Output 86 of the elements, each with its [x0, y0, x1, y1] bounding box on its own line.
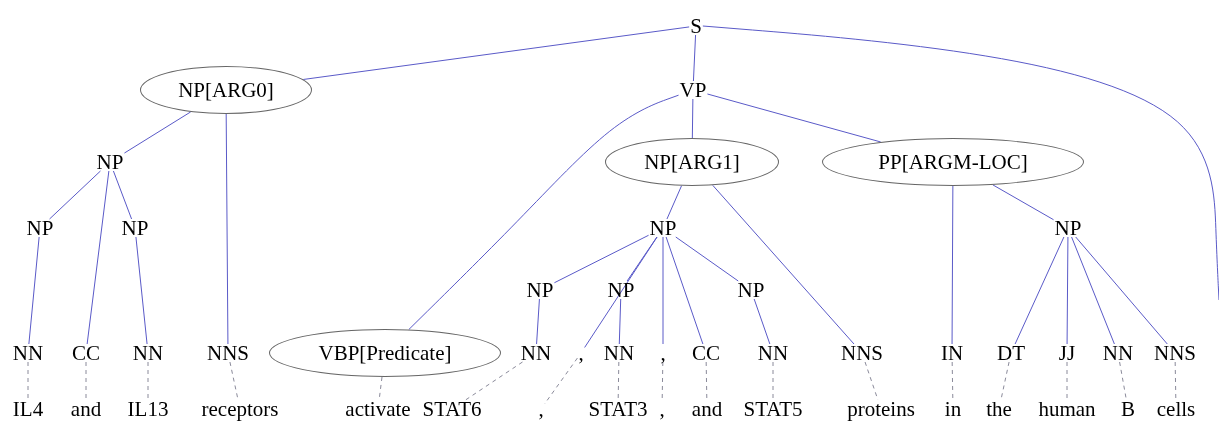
tag-label: NN — [1102, 341, 1134, 365]
tree-branch — [112, 170, 133, 220]
dashed-line — [465, 361, 523, 401]
word-label: B — [1121, 397, 1135, 421]
word-label: in — [944, 397, 962, 421]
tree-branch — [123, 111, 192, 154]
dashed-line — [617, 361, 620, 401]
word-label: human — [1038, 397, 1096, 421]
dashed-line — [661, 361, 664, 401]
word-label: STAT6 — [422, 397, 482, 421]
word-label: STAT5 — [743, 397, 803, 421]
word-label: IL4 — [12, 397, 44, 421]
tag-label: NP — [649, 216, 677, 240]
dashed-line — [951, 361, 954, 401]
tree-branch — [666, 185, 683, 220]
tag-label: NP — [121, 216, 149, 240]
tag-label: JJ — [1058, 341, 1076, 365]
dashed-line — [772, 361, 774, 401]
word-label: receptors — [201, 397, 279, 421]
word-label: proteins — [847, 397, 915, 421]
tree-branch — [1014, 236, 1065, 345]
tree-branch — [135, 236, 148, 345]
tag-label: DT — [997, 341, 1025, 365]
tree-branch — [626, 236, 658, 282]
tag-label: CC — [72, 341, 100, 365]
tag-label: NN — [603, 341, 635, 365]
tree-branch — [408, 94, 680, 330]
dashed-line — [1174, 361, 1177, 401]
word-label: , — [538, 397, 544, 421]
tag-label: NP — [737, 278, 765, 302]
dashed-line — [27, 361, 29, 401]
word-label: the — [986, 397, 1012, 421]
tree-branch — [1075, 236, 1168, 345]
tree-branch — [702, 25, 1219, 301]
word-label: cells — [1156, 397, 1196, 421]
tag-label: NP — [526, 278, 554, 302]
tree-branch — [225, 113, 229, 345]
tag-label: NP — [1054, 216, 1082, 240]
tag-label: NNS — [841, 341, 883, 365]
tag-label: , — [660, 341, 666, 365]
tree-branch — [753, 298, 771, 345]
tree-branch — [28, 236, 40, 345]
tag-label: CC — [692, 341, 720, 365]
tag-label: VP — [679, 78, 707, 102]
dashed-line — [544, 357, 578, 405]
tag-label: , — [578, 341, 584, 365]
tag-label: NN — [757, 341, 789, 365]
word-label: , — [659, 397, 665, 421]
tag-label: NNS — [1154, 341, 1196, 365]
tree-branch — [536, 298, 540, 345]
tree-branch — [951, 185, 954, 345]
tree-branch — [1071, 236, 1115, 345]
tree-branch — [675, 236, 739, 282]
tree-branch — [662, 236, 664, 345]
tree-branch — [712, 184, 855, 345]
tag-label: NP — [607, 278, 635, 302]
tree-branch — [86, 170, 110, 345]
dashed-line — [147, 361, 149, 401]
tag-label: S — [690, 14, 702, 38]
tree-branch — [584, 236, 658, 348]
tag-label: NP — [26, 216, 54, 240]
tag-label: NN — [132, 341, 164, 365]
tree-branch — [302, 26, 690, 80]
tag-label: NN — [12, 341, 44, 365]
tag-label: NN — [520, 341, 552, 365]
dashed-line — [705, 361, 708, 401]
tree-branch — [618, 298, 622, 345]
word-label: and — [70, 397, 102, 421]
tree-branch — [665, 236, 704, 345]
word-label: activate — [345, 397, 411, 421]
tree-branch — [1066, 236, 1069, 345]
dashed-line — [1119, 361, 1127, 401]
dashed-line — [1066, 361, 1068, 401]
dashed-line — [85, 361, 87, 401]
tree-branch — [992, 184, 1055, 221]
word-label: IL13 — [127, 397, 169, 421]
tree-branch — [692, 34, 697, 82]
tree-branch — [553, 234, 650, 284]
word-label: and — [691, 397, 723, 421]
tree-branch — [49, 170, 101, 220]
tag-label: IN — [940, 341, 964, 365]
tree-branch — [706, 93, 882, 143]
tree-branch — [691, 98, 694, 139]
tag-label: NP — [96, 150, 124, 174]
word-label: STAT3 — [588, 397, 648, 421]
tag-label: NNS — [207, 341, 249, 365]
